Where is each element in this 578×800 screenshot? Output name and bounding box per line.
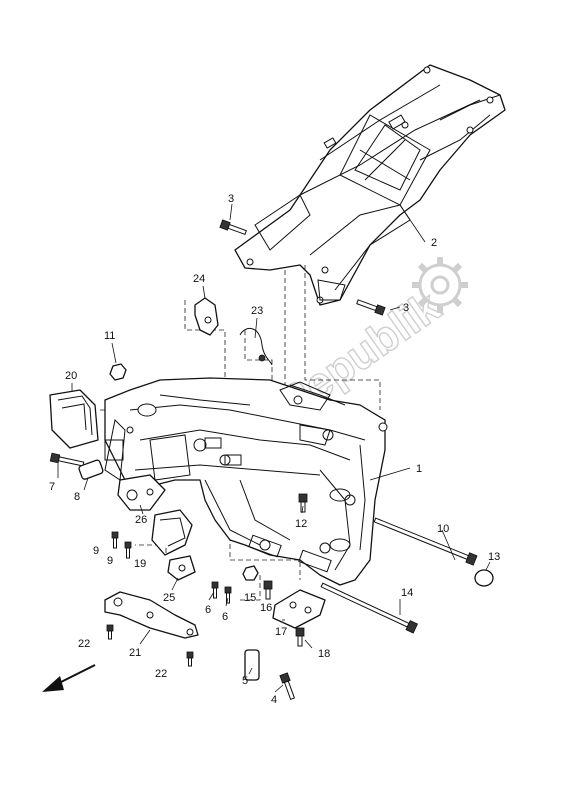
part-label-1: 1 xyxy=(416,463,422,475)
part-label-23: 23 xyxy=(251,305,263,317)
gear-logo-icon xyxy=(412,257,468,313)
part-label-26: 26 xyxy=(135,514,147,526)
part-label-6a: 6 xyxy=(205,604,211,616)
direction-arrow-icon xyxy=(42,664,96,692)
part-label-25: 25 xyxy=(163,592,175,604)
part-label-18: 18 xyxy=(318,648,330,660)
part-label-21: 21 xyxy=(129,647,141,659)
part-label-11: 11 xyxy=(104,330,115,342)
part-label-16: 16 xyxy=(260,602,272,614)
rear-subframe xyxy=(234,64,506,306)
main-frame xyxy=(104,377,388,586)
part-label-12: 12 xyxy=(295,518,307,530)
leader-lines xyxy=(57,203,491,693)
part-label-8: 8 xyxy=(74,491,80,503)
air-duct-part xyxy=(49,389,99,449)
part-label-3a: 3 xyxy=(228,193,234,205)
fasteners xyxy=(49,219,494,700)
part-label-9b: 9 xyxy=(107,555,113,567)
clip-and-band xyxy=(194,297,273,366)
part-labels: 1 2 3 3 4 5 6 6 7 8 9 9 10 11 12 13 14 1… xyxy=(49,193,500,706)
part-label-7: 7 xyxy=(49,481,55,493)
part-label-2: 2 xyxy=(431,237,437,249)
engine-mount-plate xyxy=(272,589,326,629)
part-label-15: 15 xyxy=(244,592,256,604)
part-label-3b: 3 xyxy=(403,302,409,314)
part-label-4: 4 xyxy=(271,694,277,706)
part-label-19: 19 xyxy=(134,558,146,570)
part-label-24: 24 xyxy=(193,273,205,285)
part-label-5: 5 xyxy=(242,675,248,687)
part-label-9a: 9 xyxy=(93,545,99,557)
footrest-bracket xyxy=(104,591,199,639)
part-label-13: 13 xyxy=(488,551,500,563)
part-label-14: 14 xyxy=(401,587,413,599)
part-label-6b: 6 xyxy=(222,611,228,623)
part-label-10: 10 xyxy=(437,523,449,535)
part-label-22a: 22 xyxy=(78,638,90,650)
lower-brackets xyxy=(117,474,196,581)
part-label-17: 17 xyxy=(275,626,287,638)
part-label-20: 20 xyxy=(65,370,77,382)
part-label-22b: 22 xyxy=(155,668,167,680)
